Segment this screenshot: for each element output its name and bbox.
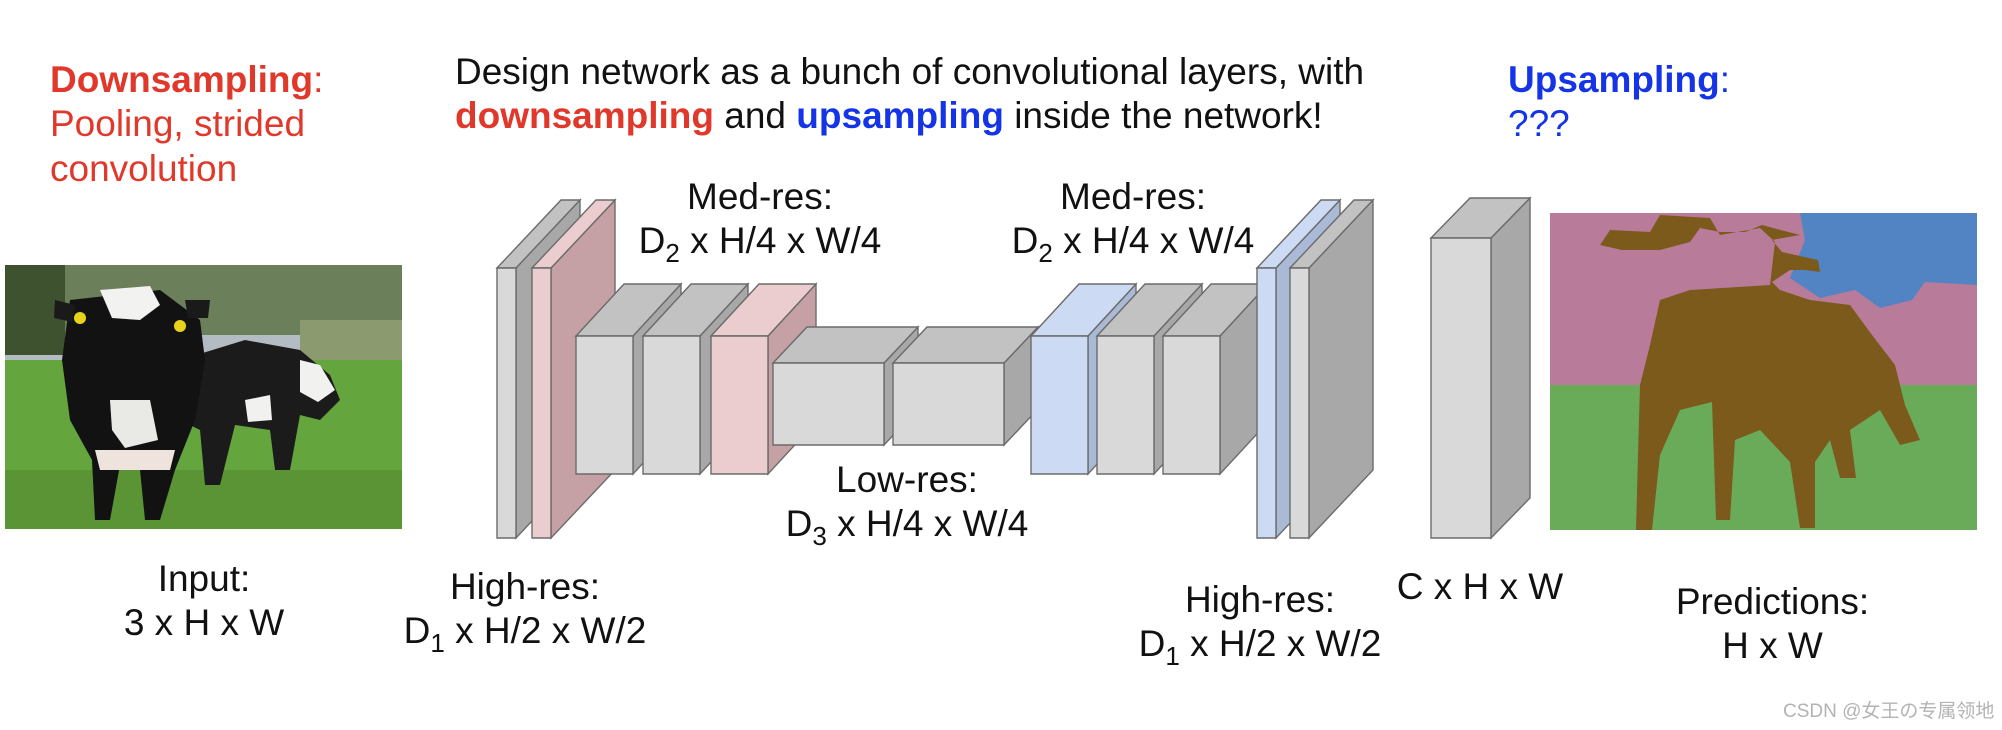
high-res-right-label: High-res: D1 x H/2 x W/2 xyxy=(1115,578,1405,673)
high-res-left-suffix: x H/2 x W/2 xyxy=(444,610,647,652)
output-volume-line1: C x H x W xyxy=(1396,566,1564,607)
layer-output-volume-front xyxy=(1430,237,1492,539)
layer-med-res-right-2-front xyxy=(1096,335,1155,475)
downsampling-line1: Pooling, strided xyxy=(50,103,306,145)
description-tail: inside the network! xyxy=(1014,95,1323,137)
med-res-left-label: Med-res: D2 x H/4 x W/4 xyxy=(620,175,900,270)
high-res-right-prefix: D xyxy=(1138,623,1166,665)
layer-med-res-left-3-front xyxy=(710,335,769,475)
layer-low-res-1-front xyxy=(772,362,885,446)
upsampling-colon: : xyxy=(1719,59,1731,100)
conv-layers xyxy=(495,196,1532,540)
description-line1: Design network as a bunch of convolution… xyxy=(455,51,1365,92)
predictions-image xyxy=(1550,213,1977,530)
layer-low-res-2-front xyxy=(892,362,1005,446)
input-label: Input: 3 x H x W xyxy=(104,557,304,646)
description-up-word: upsampling xyxy=(796,95,1004,137)
high-res-left-prefix: D xyxy=(403,610,431,652)
predictions-line1: Predictions: xyxy=(1675,581,1870,622)
low-res-prefix: D xyxy=(785,503,813,545)
layer-med-res-right-3-front xyxy=(1162,335,1221,475)
downsampling-title: Downsampling xyxy=(50,59,314,100)
upsampling-title: Upsampling xyxy=(1508,59,1720,100)
layer-output-volume-side xyxy=(1490,196,1531,540)
layer-high-res-right-2 xyxy=(1288,198,1375,540)
layer-med-res-left-1-front xyxy=(575,335,634,475)
layer-high-res-right-1-front xyxy=(1256,267,1277,539)
layer-med-res-left-2-front xyxy=(642,335,701,475)
input-photo xyxy=(5,265,402,529)
med-res-left-suffix: x H/4 x W/4 xyxy=(679,220,882,262)
layer-high-res-right-2-front xyxy=(1289,267,1310,539)
low-res-sub: 3 xyxy=(812,521,827,552)
description-and-word: and xyxy=(724,95,787,137)
med-res-right-line1: Med-res: xyxy=(1060,176,1206,217)
predictions-line2: H x W xyxy=(1722,625,1823,667)
description-text: Design network as a bunch of convolution… xyxy=(455,50,1364,139)
layer-med-res-right-1-front xyxy=(1030,335,1089,475)
med-res-right-sub: 2 xyxy=(1038,238,1053,269)
downsampling-colon: : xyxy=(313,59,324,100)
med-res-right-prefix: D xyxy=(1011,220,1039,262)
med-res-right-suffix: x H/4 x W/4 xyxy=(1052,220,1255,262)
upsampling-annotation: Upsampling: ??? xyxy=(1508,58,1730,147)
input-label-line1: Input: xyxy=(157,558,251,599)
layer-high-res-left-1-front xyxy=(496,267,517,539)
layer-low-res-2 xyxy=(891,325,1040,447)
high-res-right-sub: 1 xyxy=(1165,641,1180,672)
predictions-label: Predictions: H x W xyxy=(1650,580,1895,669)
high-res-right-suffix: x H/2 x W/2 xyxy=(1179,623,1382,665)
input-label-line2: 3 x H x W xyxy=(123,602,285,644)
med-res-left-prefix: D xyxy=(638,220,666,262)
high-res-right-line1: High-res: xyxy=(1184,579,1336,620)
med-res-left-line1: Med-res: xyxy=(687,176,833,217)
med-res-left-sub: 2 xyxy=(665,238,680,269)
high-res-left-sub: 1 xyxy=(430,628,445,659)
downsampling-line2: convolution xyxy=(50,147,238,189)
description-down-word: downsampling xyxy=(455,95,714,137)
med-res-right-label: Med-res: D2 x H/4 x W/4 xyxy=(993,175,1273,270)
low-res-line1: Low-res: xyxy=(836,459,978,500)
upsampling-body: ??? xyxy=(1508,103,1570,145)
high-res-left-line1: High-res: xyxy=(449,566,601,607)
layer-output-volume xyxy=(1429,196,1532,540)
layer-high-res-left-2-front xyxy=(531,267,552,539)
high-res-left-label: High-res: D1 x H/2 x W/2 xyxy=(380,565,670,660)
low-res-suffix: x H/4 x W/4 xyxy=(826,503,1029,545)
layer-med-res-right-3 xyxy=(1161,282,1270,476)
watermark: CSDN @女王の专属领地 xyxy=(1783,701,1995,722)
output-volume-label: C x H x W xyxy=(1375,565,1585,609)
downsampling-annotation: Downsampling: Pooling, strided convoluti… xyxy=(50,58,323,191)
low-res-label: Low-res: D3 x H/4 x W/4 xyxy=(764,458,1050,553)
